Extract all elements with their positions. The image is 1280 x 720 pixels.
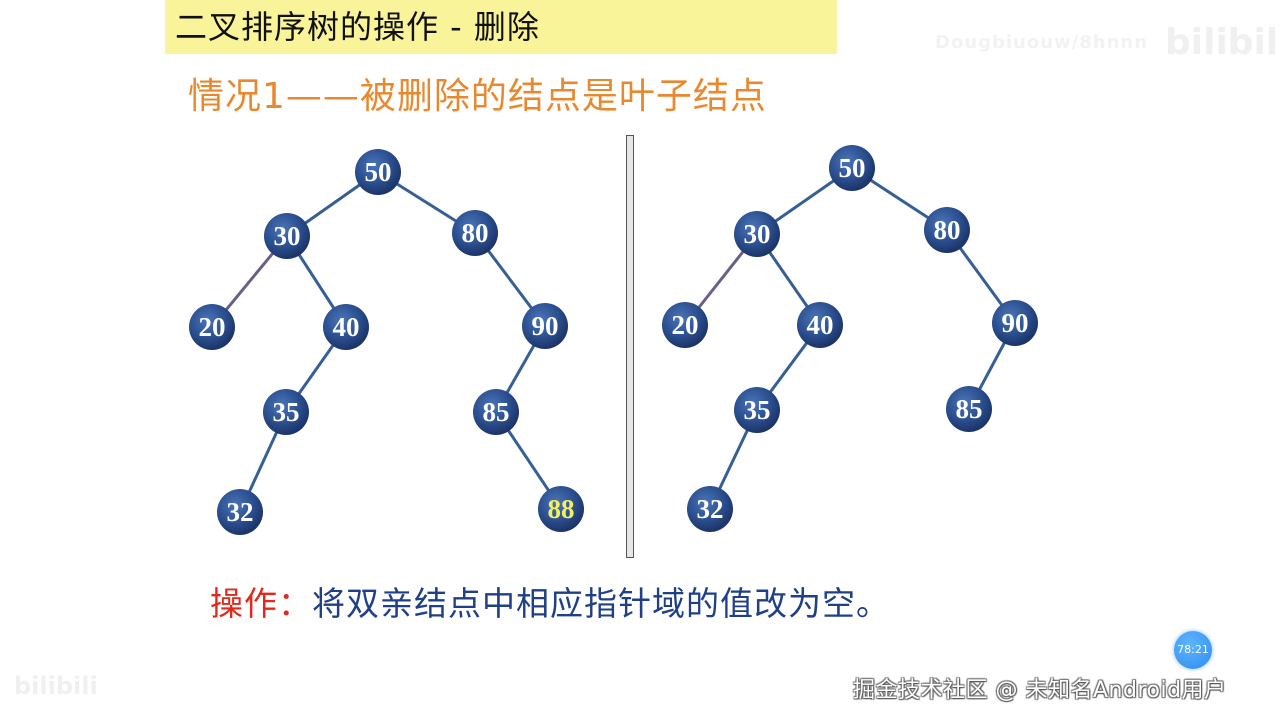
node-label: 20 [199, 312, 226, 342]
bilibili-logo-icon: bilibili [1165, 22, 1280, 63]
tree-node-20: 20 [662, 302, 708, 348]
tree-node-80: 80 [452, 210, 498, 256]
node-circle [452, 210, 498, 256]
tree-node-85: 85 [946, 386, 992, 432]
node-circle [734, 387, 780, 433]
node-circle [992, 300, 1038, 346]
node-label: 35 [744, 395, 771, 425]
credit-watermark: 掘金技术社区 @ 未知名Android用户 [853, 678, 1227, 703]
node-circle [522, 303, 568, 349]
node-label: 80 [934, 215, 961, 245]
node-circle [323, 304, 369, 350]
node-circle [687, 486, 733, 532]
tree-node-30: 30 [734, 211, 780, 257]
node-label: 85 [483, 397, 510, 427]
watermark-text: Dougbiuouw/8hnnn [935, 32, 1149, 53]
node-circle [797, 302, 843, 348]
operation-label: 操作： [210, 584, 312, 623]
node-circle [734, 211, 780, 257]
node-label: 30 [744, 219, 771, 249]
tree-node-32: 32 [217, 489, 263, 535]
node-circle [662, 302, 708, 348]
tree-node-80: 80 [924, 207, 970, 253]
node-circle [924, 207, 970, 253]
tree-node-50: 50 [829, 145, 875, 191]
node-label: 88 [548, 494, 575, 524]
node-label: 90 [1002, 308, 1029, 338]
node-label: 40 [333, 312, 360, 342]
case-subtitle: 情况1——被删除的结点是叶子结点 [188, 76, 767, 117]
tree-node-90: 90 [992, 300, 1038, 346]
node-circle [355, 149, 401, 195]
tree-node-40: 40 [797, 302, 843, 348]
node-label: 20 [672, 310, 699, 340]
tree-node-30: 30 [264, 213, 310, 259]
node-label: 50 [365, 157, 392, 187]
node-circle [538, 486, 584, 532]
node-label: 35 [273, 397, 300, 427]
node-circle [263, 389, 309, 435]
tree-node-20: 20 [189, 304, 235, 350]
timer-badge[interactable]: 78:21 [1174, 631, 1212, 669]
vertical-divider [626, 135, 634, 558]
node-label: 32 [227, 497, 254, 527]
tree-node-32: 32 [687, 486, 733, 532]
tree-node-90: 90 [522, 303, 568, 349]
page-title: 二叉排序树的操作 - 删除 [175, 8, 540, 46]
operation-text: 将双亲结点中相应指针域的值改为空。 [312, 584, 890, 623]
node-label: 30 [274, 221, 301, 251]
tree-node-88: 88 [538, 486, 584, 532]
node-label: 32 [697, 494, 724, 524]
node-circle [946, 386, 992, 432]
tree-before-deletion: 50 30 80 20 40 90 35 85 32 88 [189, 149, 584, 535]
node-circle [473, 389, 519, 435]
tree-after-deletion: 50 30 80 20 40 90 35 85 32 [662, 145, 1038, 532]
node-label: 40 [807, 310, 834, 340]
node-label: 90 [532, 311, 559, 341]
node-circle [189, 304, 235, 350]
tree-node-35: 35 [734, 387, 780, 433]
tree-node-50: 50 [355, 149, 401, 195]
tree-node-35: 35 [263, 389, 309, 435]
node-circle [264, 213, 310, 259]
bilibili-logo-bottom-icon: bilibili [14, 672, 98, 700]
operation-description: 操作：将双亲结点中相应指针域的值改为空。 [210, 582, 890, 626]
node-circle [829, 145, 875, 191]
tree-node-85: 85 [473, 389, 519, 435]
node-label: 80 [462, 218, 489, 248]
node-label: 85 [956, 394, 983, 424]
title-banner [165, 0, 837, 54]
tree-node-40: 40 [323, 304, 369, 350]
node-circle [217, 489, 263, 535]
node-label: 50 [839, 153, 866, 183]
